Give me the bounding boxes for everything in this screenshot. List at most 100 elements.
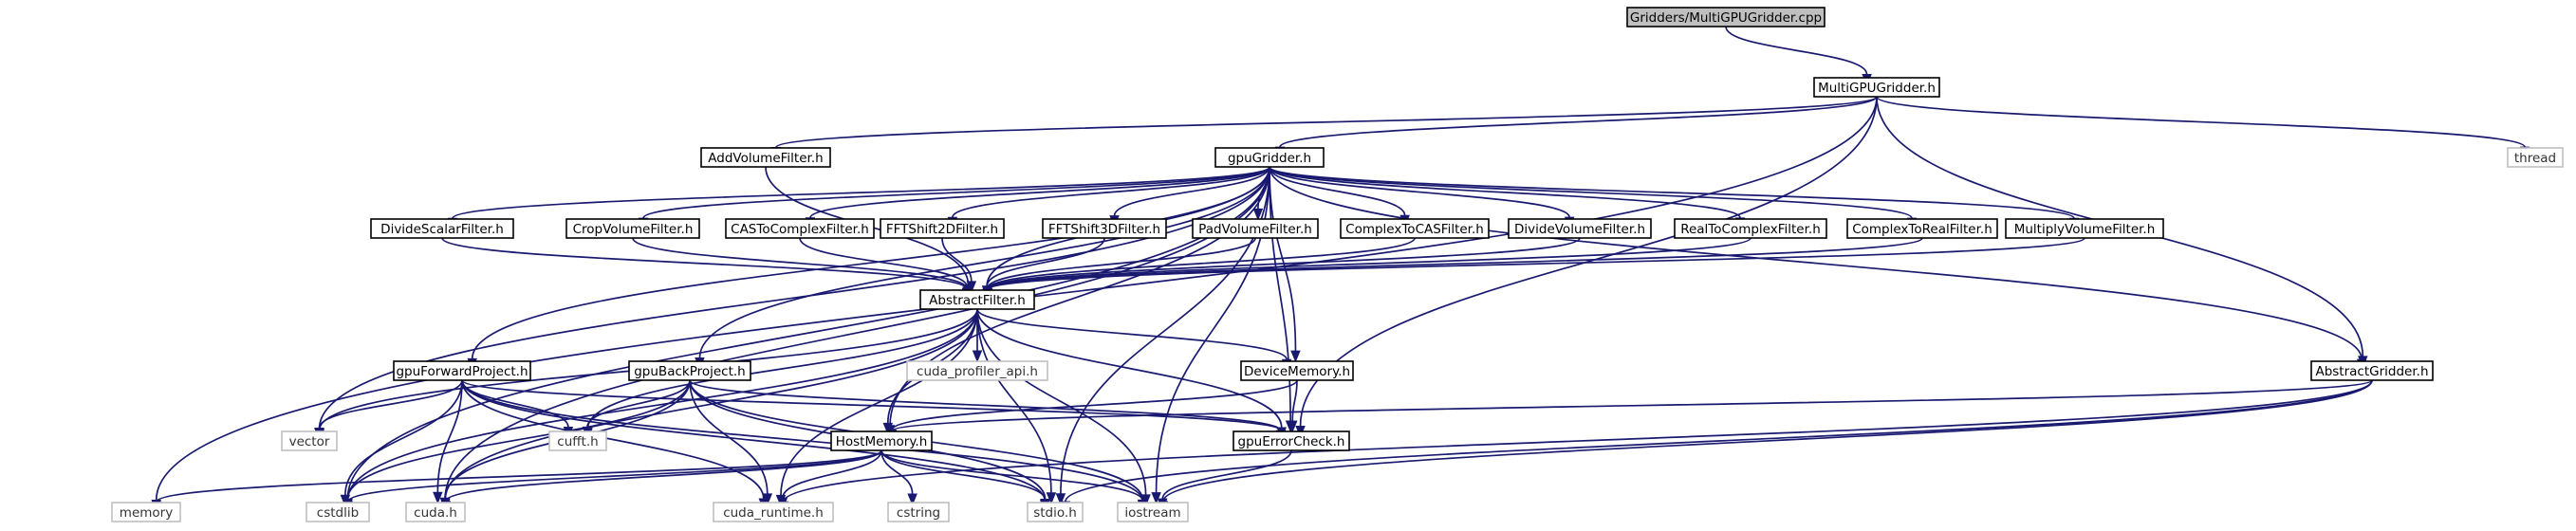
node-box [700, 147, 831, 168]
node-label: memory [120, 505, 173, 521]
node-box [281, 430, 338, 451]
node-realtocomplexfilter-h[interactable]: RealToComplexFilter.h [1674, 218, 1827, 239]
edge-hostmemory-h-to-cuda-runtime-h [782, 449, 882, 499]
node-label: cufft.h [557, 434, 598, 449]
node-label: stdio.h [1033, 505, 1077, 521]
node-label: FFTShift2DFilter.h [886, 222, 998, 237]
node-box [1232, 430, 1350, 451]
arrowhead-stdio-h [1055, 493, 1066, 506]
node-gpugridder-h[interactable]: gpuGridder.h [1214, 147, 1325, 168]
node-thread: thread [2507, 147, 2564, 168]
node-box [393, 360, 531, 381]
edge-gpuforwardproject-h-to-cstdlib [343, 379, 463, 496]
node-castocomplexfilter-h[interactable]: CASToComplexFilter.h [725, 218, 875, 239]
node-fftshift3dfilter-h[interactable]: FFTShift3DFilter.h [1042, 218, 1167, 239]
edge-abstractfilter-h-to-gpuerrorcheck-h [976, 308, 1283, 429]
edge-hostmemory-h-to-cuda-h [445, 449, 882, 503]
node-label: DeviceMemory.h [1244, 364, 1350, 379]
node-label: AbstractFilter.h [929, 293, 1026, 308]
node-label: RealToComplexFilter.h [1680, 222, 1821, 237]
edge-gpubackproject-h-to-cstdlib [346, 379, 691, 500]
node-multiplyvolumefilter-h[interactable]: MultiplyVolumeFilter.h [2005, 218, 2164, 239]
node-dividevolumefilter-h[interactable]: DivideVolumeFilter.h [1508, 218, 1652, 239]
edge-castocomplexfilter-h-to-abstractfilter-h [799, 237, 969, 288]
node-box [1042, 218, 1167, 239]
edge-multigpugridder-h-to-gpugridder-h [1279, 96, 1878, 148]
edge-fftshift3dfilter-h-to-abstractfilter-h [986, 237, 1105, 287]
node-gpubackproject-h[interactable]: gpuBackProject.h [628, 360, 751, 381]
edge-gpuerrorcheck-h-to-iostream [1161, 449, 1292, 500]
node-gridders-multigpugridder-cpp[interactable]: Gridders/MultiGPUGridder.cpp [1626, 7, 1825, 27]
arrowhead-padvolumefilter-h [1252, 208, 1264, 221]
node-box [1340, 218, 1490, 239]
node-hostmemory-h[interactable]: HostMemory.h [830, 430, 933, 451]
arrowhead-iostream [1151, 492, 1161, 504]
node-box [628, 360, 751, 381]
node-label: FFTShift3DFilter.h [1048, 222, 1160, 237]
node-abstractfilter-h[interactable]: AbstractFilter.h [919, 289, 1035, 310]
arrowhead-devicememory-h [1290, 350, 1301, 363]
node-label: Gridders/MultiGPUGridder.cpp [1630, 10, 1822, 26]
edge-gpugridder-h-to-fftshift3dfilter-h [1113, 166, 1270, 216]
node-dividescalarfilter-h[interactable]: DivideScalarFilter.h [370, 218, 514, 239]
node-iostream: iostream [1117, 502, 1189, 522]
node-addvolumefilter-h[interactable]: AddVolumeFilter.h [700, 147, 831, 168]
node-box [1192, 218, 1319, 239]
edge-gpugridder-h-to-multiplyvolumefilter-h [1269, 166, 2075, 220]
node-complextocasfilter-h[interactable]: ComplexToCASFilter.h [1340, 218, 1490, 239]
edge-cropvolumefilter-h-to-abstractfilter-h [632, 237, 968, 289]
node-box [111, 502, 181, 522]
node-fftshift2dfilter-h[interactable]: FFTShift2DFilter.h [880, 218, 1005, 239]
node-multigpugridder-h[interactable]: MultiGPUGridder.h [1813, 77, 1940, 98]
edge-abstractfilter-h-to-cufft-h [586, 308, 978, 429]
node-padvolumefilter-h[interactable]: PadVolumeFilter.h [1192, 218, 1319, 239]
edge-gpugridder-h-to-gpuerrorcheck-h [1269, 166, 1291, 422]
node-box [1240, 360, 1354, 381]
node-cstdlib: cstdlib [306, 502, 370, 522]
edge-devicememory-h-to-hostmemory-h [891, 379, 1298, 431]
node-gpuerrorcheck-h[interactable]: gpuErrorCheck.h [1232, 430, 1350, 451]
node-box [1674, 218, 1827, 239]
edge-hostmemory-h-to-cstdlib [347, 449, 882, 503]
node-abstractgridder-h[interactable]: AbstractGridder.h [2310, 360, 2434, 381]
edge-gpuforwardproject-h-to-iostream [461, 379, 1144, 502]
node-box [919, 289, 1035, 310]
node-box [906, 360, 1048, 381]
node-box [1027, 502, 1084, 522]
node-devicememory-h[interactable]: DeviceMemory.h [1240, 360, 1354, 381]
arrowhead-abstractfilter-h [966, 281, 977, 294]
node-box [1846, 218, 1998, 239]
node-memory: memory [111, 502, 181, 522]
node-box [880, 218, 1005, 239]
edge-gpugridder-h-to-fftshift2dfilter-h [952, 166, 1270, 218]
edge-gpugridder-h-to-vector [318, 166, 1270, 430]
node-box [2005, 218, 2164, 239]
node-label: vector [289, 434, 330, 449]
node-cuda-h: cuda.h [405, 502, 466, 522]
node-box [1626, 7, 1825, 27]
edge-gpugridder-h-to-gpubackproject-h [698, 166, 1270, 358]
node-gpuforwardproject-h[interactable]: gpuForwardProject.h [393, 360, 531, 381]
node-cufft-h: cufft.h [548, 430, 607, 451]
node-box [405, 502, 466, 522]
node-complextorealfilter-h[interactable]: ComplexToRealFilter.h [1846, 218, 1998, 239]
edge-gpuforwardproject-h-to-cufft-h [461, 379, 569, 428]
node-box [2507, 147, 2564, 168]
node-label: MultiGPUGridder.h [1818, 81, 1936, 96]
node-label: CASToComplexFilter.h [731, 222, 869, 237]
node-label: gpuErrorCheck.h [1238, 434, 1345, 449]
arrowhead-cstring [907, 493, 917, 506]
node-label: gpuGridder.h [1228, 151, 1311, 166]
edge-gpugridder-h-to-dividevolumefilter-h [1269, 166, 1570, 218]
node-label: PadVolumeFilter.h [1198, 222, 1312, 237]
node-cropvolumefilter-h[interactable]: CropVolumeFilter.h [565, 218, 700, 239]
node-label: iostream [1124, 505, 1180, 521]
node-label: thread [2514, 151, 2556, 166]
node-label: gpuForwardProject.h [396, 364, 528, 379]
edge-multiplyvolumefilter-h-to-abstractfilter-h [987, 237, 2085, 291]
edge-gpugridder-h-to-dividescalarfilter-h [452, 166, 1270, 220]
edge-gpuforwardproject-h-to-cuda-h [436, 379, 463, 493]
node-box [1813, 77, 1940, 98]
edge-gpuforwardproject-h-to-cuda-runtime-h [461, 379, 765, 499]
